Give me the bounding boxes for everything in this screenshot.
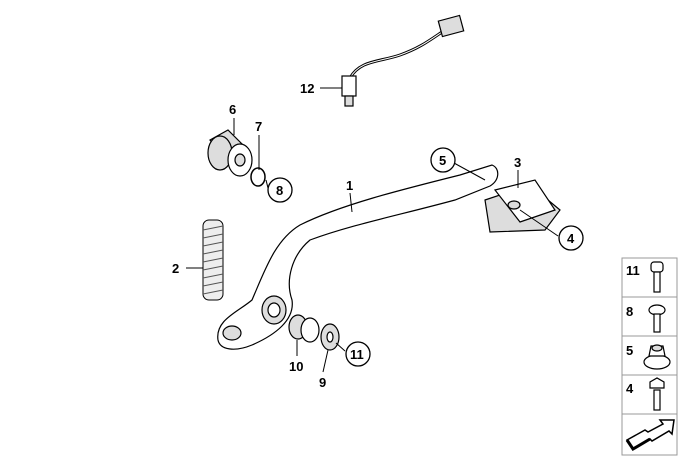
brake-lever-1 [217, 164, 499, 350]
callout-circle-11 [345, 341, 371, 367]
hex-bolt-icon [649, 377, 665, 411]
ring-7 [250, 167, 266, 187]
callout-2: 2 [172, 261, 179, 276]
callout-7: 7 [255, 119, 262, 134]
leader-lines [186, 87, 559, 373]
arrow-icon[interactable] [625, 419, 675, 452]
callout-4: 4 [567, 231, 575, 246]
callout-10: 10 [289, 359, 303, 374]
socket-head-screw-icon [650, 261, 664, 293]
callout-3: 3 [514, 155, 521, 170]
callout-circle-5 [430, 147, 456, 173]
callout-5: 5 [439, 153, 446, 168]
callout-circle-4 [558, 225, 584, 251]
callout-1: 1 [346, 178, 353, 193]
self-locking-nut-icon [643, 344, 671, 370]
callout-9: 9 [319, 375, 326, 390]
fastener-legend: 11 8 5 4 [621, 257, 678, 456]
washer-9 [320, 323, 340, 351]
spring-2 [202, 219, 224, 301]
legend-number-11: 11 [626, 263, 640, 278]
bushing-10 [288, 314, 320, 343]
bushing-6 [207, 129, 253, 177]
brake-light-switch-12 [341, 14, 465, 107]
flat-head-screw-icon [648, 304, 666, 333]
legend-number-5: 5 [626, 343, 633, 358]
callout-11: 11 [350, 347, 364, 362]
callout-8: 8 [276, 183, 283, 198]
legend-number-8: 8 [626, 304, 633, 319]
callout-6: 6 [229, 102, 236, 117]
legend-number-4: 4 [626, 381, 634, 396]
callout-circle-8 [267, 177, 293, 203]
callout-12: 12 [300, 81, 314, 96]
foot-pedal-pad-3 [484, 179, 561, 233]
